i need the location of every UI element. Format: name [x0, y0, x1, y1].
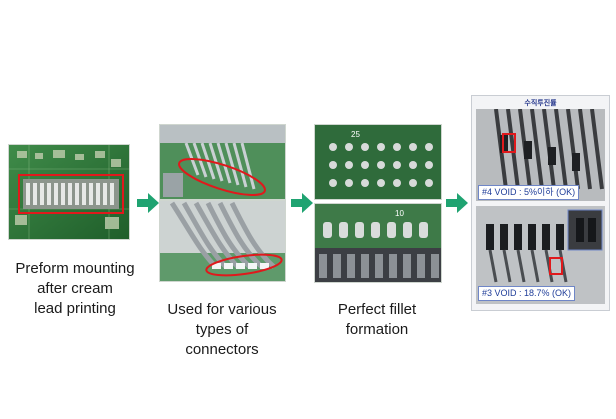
- step3-caption-line1: Perfect fillet: [337, 301, 417, 318]
- step2-caption-line1: Used for various: [167, 301, 277, 318]
- step3-caption-line2: formation: [345, 321, 409, 338]
- connector-photo-bottom: [159, 200, 286, 282]
- fillet-number-upper: 25: [351, 130, 360, 139]
- xray-panel-title: 수직투진률: [524, 100, 557, 107]
- xray-image-bottom: #3 VOID : 18.7% (OK): [476, 206, 605, 304]
- xray-void-label-top: #4 VOID : 5%이하 (OK): [478, 185, 580, 200]
- step1-caption-line1: Preform mounting: [15, 260, 135, 277]
- step1-caption: Preform mounting after cream lead printi…: [0, 259, 150, 319]
- fillet-photo-top: 25: [314, 124, 442, 200]
- connector-photo-top: [159, 124, 286, 200]
- fillet-number-lower: 10: [395, 209, 404, 218]
- step1-caption-line3: lead printing: [34, 300, 116, 317]
- xray-void-label-bottom: #3 VOID : 18.7% (OK): [478, 286, 576, 301]
- arrow-right-icon: [291, 193, 313, 213]
- fillet-photo-bottom: 10: [314, 203, 442, 283]
- xray-image-top: #4 VOID : 5%이하 (OK): [476, 109, 605, 201]
- step2-caption: Used for various types of connectors: [152, 300, 292, 360]
- step3-caption: Perfect fillet formation: [307, 300, 447, 340]
- xray-inspection-panel: 수직투진률 #4 VOID : 5%이하 (OK): [471, 95, 610, 311]
- step2-caption-line3: connectors: [185, 341, 259, 358]
- step2-caption-line2: types of: [195, 321, 249, 338]
- arrow-right-icon: [446, 193, 468, 213]
- step1-caption-line2: after cream: [37, 280, 113, 297]
- arrow-right-icon: [137, 193, 159, 213]
- pcb-preform-photo: [8, 144, 130, 240]
